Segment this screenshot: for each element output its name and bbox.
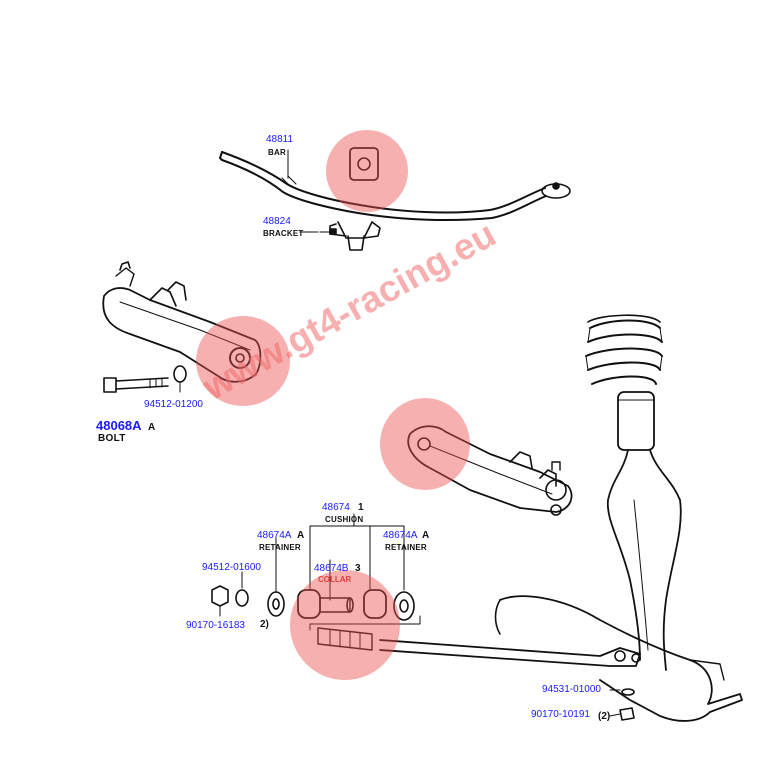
retainer-right-part-number: 48674A	[383, 530, 418, 541]
strut-rod	[317, 627, 641, 667]
nut-94512-01600	[235, 571, 249, 607]
bar-bushing	[349, 147, 379, 181]
collar-part-number: 48674B	[314, 563, 349, 574]
bolt-mark: A	[148, 422, 156, 433]
highlight-rear-arm-bushing	[380, 398, 470, 490]
bolt-90170-10191	[609, 707, 635, 721]
retainer-right-name: RETAINER	[385, 543, 427, 552]
bolt-48068a	[103, 377, 169, 393]
lower-arm-right	[407, 425, 573, 516]
steering-knuckle	[494, 595, 743, 722]
retainer-left-mark: A	[297, 530, 305, 541]
leader-lines	[275, 149, 421, 631]
nut-94512-01200-part-number: 94512-01200	[144, 399, 203, 410]
bracket-part-number: 48824	[263, 216, 291, 227]
cushion-part-number: 48674	[322, 502, 350, 513]
bolt-90170-10191-part-number: 90170-10191	[531, 709, 590, 720]
cushion-mark: 1	[358, 502, 364, 513]
cushion-name: CUSHION	[325, 515, 364, 524]
bolt-part-number: 48068A	[96, 418, 142, 433]
bracket-name: BRACKET	[263, 229, 304, 238]
bar-part-number: 48811	[266, 134, 294, 145]
nut-90170-16183-part-number: 90170-16183	[186, 620, 245, 631]
retainer-left-name: RETAINER	[259, 543, 301, 552]
highlight-strut-rod-cushion	[290, 570, 400, 680]
stabilizer-bar	[219, 151, 571, 222]
washer-part-number: 94531-01000	[542, 684, 601, 695]
nut-90170-16183-quantity: 2)	[260, 619, 269, 630]
collar-mark: 3	[355, 563, 361, 574]
bolt-90170-10191-quantity: (2)	[598, 711, 611, 722]
washer-94531-01000	[609, 688, 635, 696]
highlight-bar-bushing	[326, 130, 408, 212]
retainer-left-part-number: 48674A	[257, 530, 292, 541]
lower-arm-left	[102, 261, 262, 383]
collar-name: COLLAR	[318, 575, 352, 584]
nut-94512-01600-part-number: 94512-01600	[202, 562, 261, 573]
bar-name: BAR	[268, 148, 286, 157]
retainer-right-mark: A	[422, 530, 430, 541]
bolt-name: BOLT	[98, 433, 126, 444]
bar-bracket	[319, 221, 381, 251]
nut-90170-16183	[211, 585, 229, 617]
highlight-front-arm-bushing	[196, 316, 290, 406]
strut-assembly	[585, 314, 682, 671]
nut-94512-01200	[173, 365, 187, 393]
